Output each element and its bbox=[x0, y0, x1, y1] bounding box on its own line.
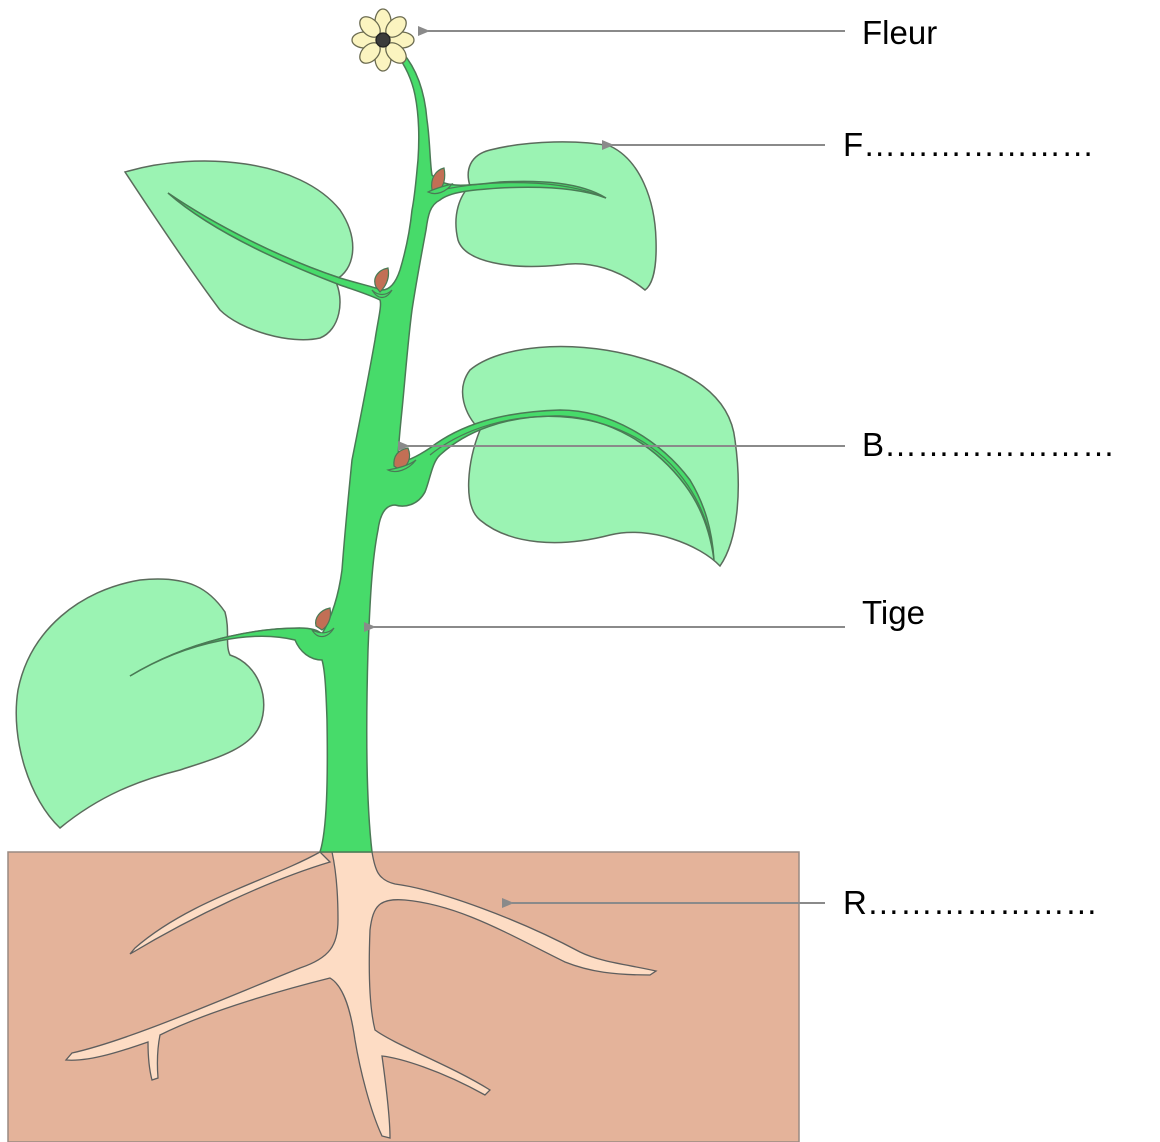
leaf-top-right bbox=[456, 142, 656, 290]
label-leaf: F………………… bbox=[843, 128, 1094, 161]
flower-center bbox=[376, 33, 390, 47]
leaf-top-left bbox=[125, 161, 353, 340]
label-flower: Fleur bbox=[862, 16, 937, 49]
label-bud: B………………… bbox=[862, 428, 1115, 461]
leaf-bottom-left bbox=[16, 579, 264, 828]
flower bbox=[352, 9, 414, 71]
label-stem: Tige bbox=[862, 596, 925, 629]
label-root: R………………… bbox=[843, 886, 1098, 919]
leaf-middle-right bbox=[463, 347, 739, 566]
